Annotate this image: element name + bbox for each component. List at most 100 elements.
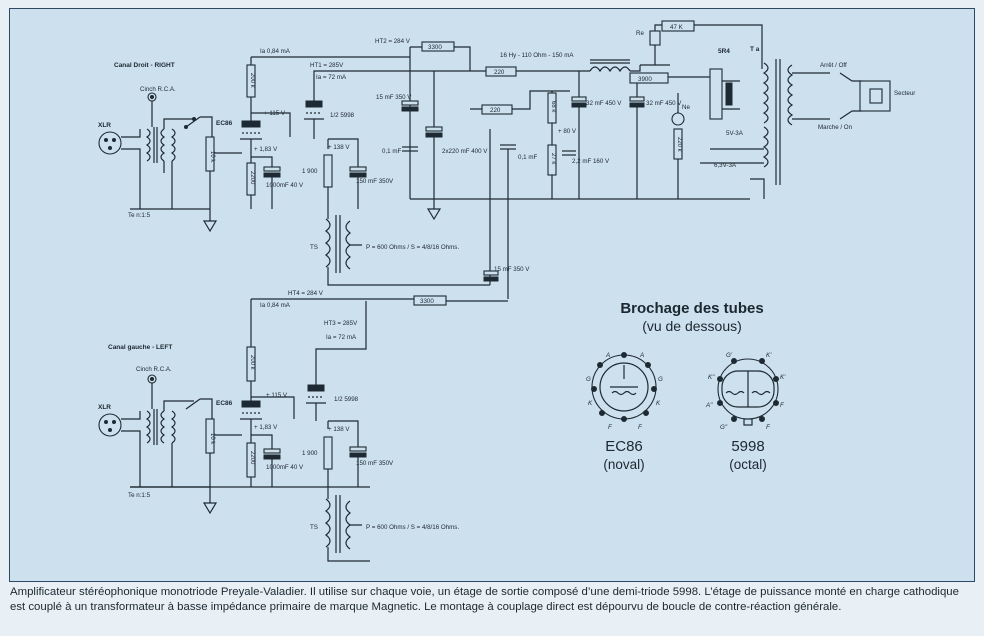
svg-text:K': K' — [780, 374, 786, 381]
secteur-label: Secteur — [894, 90, 915, 97]
ht3-label: HT3 = 285V — [324, 320, 358, 327]
rectifier-5r4 — [709, 68, 723, 120]
resistor-3900 — [629, 72, 669, 84]
arret-label: Arrêt / Off — [820, 62, 847, 69]
svg-text:A: A — [605, 352, 610, 359]
svg-text:0,1 mF: 0,1 mF — [382, 148, 401, 155]
svg-text:220: 220 — [494, 69, 505, 76]
ht1-label: HT1 = 285V — [310, 62, 344, 69]
svg-text:K: K — [588, 400, 593, 407]
xlr-label-top: XLR — [98, 122, 111, 129]
svg-text:220: 220 — [490, 107, 501, 114]
svg-text:G': G' — [726, 352, 733, 359]
svg-text:32 mF 450 V: 32 mF 450 V — [646, 100, 682, 107]
svg-text:F: F — [780, 402, 785, 409]
resistor-1900-bottom — [323, 436, 333, 470]
canal-gauche-label: Canal gauche - LEFT — [108, 344, 172, 351]
svg-text:68 k: 68 k — [550, 101, 556, 113]
svg-text:1 900: 1 900 — [302, 168, 318, 175]
svg-text:200 k: 200 k — [249, 73, 255, 89]
figure-caption: Amplificateur stéréophonique monotriode … — [10, 586, 959, 613]
ia72-top: Ia = 72 mA — [316, 74, 347, 81]
ec86-label-top: EC86 — [216, 120, 233, 127]
resistor-200k-top — [246, 64, 256, 98]
svg-text:G'': G'' — [720, 424, 728, 431]
pinout-title: Brochage des tubes — [620, 300, 763, 317]
cap-1000mf-bottom — [263, 448, 281, 454]
ts-imp-top: P = 600 Ohms / S = 4/8/16 Ohms. — [366, 244, 459, 251]
ia72-bottom: Ia = 72 mA — [326, 334, 357, 341]
svg-text:G: G — [658, 376, 663, 383]
svg-text:+ 80 V: + 80 V — [558, 128, 577, 135]
svg-text:F: F — [638, 424, 643, 431]
neon-lamp — [671, 112, 685, 126]
svg-text:15 mF 350 V: 15 mF 350 V — [376, 94, 412, 101]
svg-text:G: G — [586, 376, 591, 383]
cap-150mf-top — [349, 166, 367, 172]
output-transformer-top — [325, 215, 351, 273]
xlr-connector-top — [98, 131, 122, 155]
choke-inductor — [589, 66, 631, 73]
rectifier-label: 5R4 — [718, 48, 730, 55]
xlr-connector-bottom — [98, 413, 122, 437]
ground-symbol-bottom — [202, 502, 218, 515]
channel-left: HT4 = 284 V 3300 15 mF 350 V Ia 0,84 mA … — [98, 266, 530, 562]
cinch-label-top: Cinch R.C.A. — [140, 86, 176, 93]
svg-text:F: F — [766, 424, 771, 431]
schematic-panel: Canal Droit - RIGHT Cinch R.C.A. XLR Te … — [9, 8, 975, 582]
svg-text:10 k: 10 k — [209, 433, 215, 445]
svg-text:6,3V-3A: 6,3V-3A — [714, 162, 737, 169]
svg-text:1 900: 1 900 — [302, 450, 318, 457]
svg-text:10 k: 10 k — [209, 151, 215, 163]
5998-name: 5998 — [731, 438, 764, 455]
svg-text:A'': A'' — [705, 402, 713, 409]
v138-bottom: + 138 V — [328, 426, 350, 433]
svg-text:32 mF 450 V: 32 mF 450 V — [586, 100, 622, 107]
svg-text:200 k: 200 k — [249, 355, 255, 371]
svg-text:2200: 2200 — [249, 451, 255, 465]
resistor-47k — [661, 20, 695, 32]
marche-label: Marche / On — [818, 124, 853, 131]
ec86-tube-top — [241, 120, 261, 128]
svg-text:0,1 mF: 0,1 mF — [518, 154, 537, 161]
svg-text:220 k: 220 k — [676, 137, 682, 153]
input-transformer-bottom — [145, 409, 176, 445]
ec86-name: EC86 — [605, 438, 643, 455]
v183-bottom: + 1,83 V — [254, 424, 278, 431]
ts-label-bottom: TS — [310, 524, 318, 531]
power-transformer — [762, 59, 794, 185]
xlr-label-bottom: XLR — [98, 404, 111, 411]
svg-text:K'': K'' — [708, 374, 715, 381]
svg-text:47 K: 47 K — [670, 24, 684, 31]
svg-text:150 mF 350V: 150 mF 350V — [356, 178, 394, 185]
resistor-200k-bottom — [246, 346, 256, 382]
tube-5998-pinout: G' K' K'' K' A'' F G'' F 5998 (octal) — [705, 352, 786, 472]
svg-text:K: K — [656, 400, 661, 407]
ground-symbol-supply — [426, 208, 442, 221]
svg-text:5V-3A: 5V-3A — [726, 130, 744, 137]
ts-label-top: TS — [310, 244, 318, 251]
v183-top: + 1,83 V — [254, 146, 278, 153]
canal-droit-label: Canal Droit - RIGHT — [114, 62, 175, 69]
ia-084-top: Ia 0,84 mA — [260, 48, 291, 55]
ec86-tube-bottom — [241, 400, 261, 408]
svg-text:A: A — [639, 352, 644, 359]
svg-text:3300: 3300 — [428, 44, 442, 51]
svg-text:3300: 3300 — [420, 298, 434, 305]
tube-pinout: Brochage des tubes (vu de dessous) A A G… — [586, 300, 786, 472]
svg-text:2,2 mF 160 V: 2,2 mF 160 V — [572, 158, 610, 165]
half-5998-bottom: 1/2 5998 — [334, 396, 359, 403]
svg-text:27 k: 27 k — [550, 153, 556, 165]
svg-text:2x220 mF 400 V: 2x220 mF 400 V — [442, 148, 488, 155]
svg-text:1000mF 40 V: 1000mF 40 V — [266, 182, 304, 189]
ta-label: T a — [750, 46, 760, 53]
svg-text:K': K' — [766, 352, 772, 359]
resistor-1900-top — [323, 154, 333, 188]
tube-5998-top — [305, 100, 323, 108]
svg-text:150 mF 350V: 150 mF 350V — [356, 460, 394, 467]
choke-label: 16 Hy - 110 Ohm - 150 mA — [500, 52, 574, 59]
ht2-label: HT2 = 284 V — [375, 38, 411, 45]
ec86-base: (noval) — [603, 457, 644, 472]
ground-symbol-top-1 — [202, 220, 218, 233]
output-transformer-bottom — [325, 495, 351, 553]
